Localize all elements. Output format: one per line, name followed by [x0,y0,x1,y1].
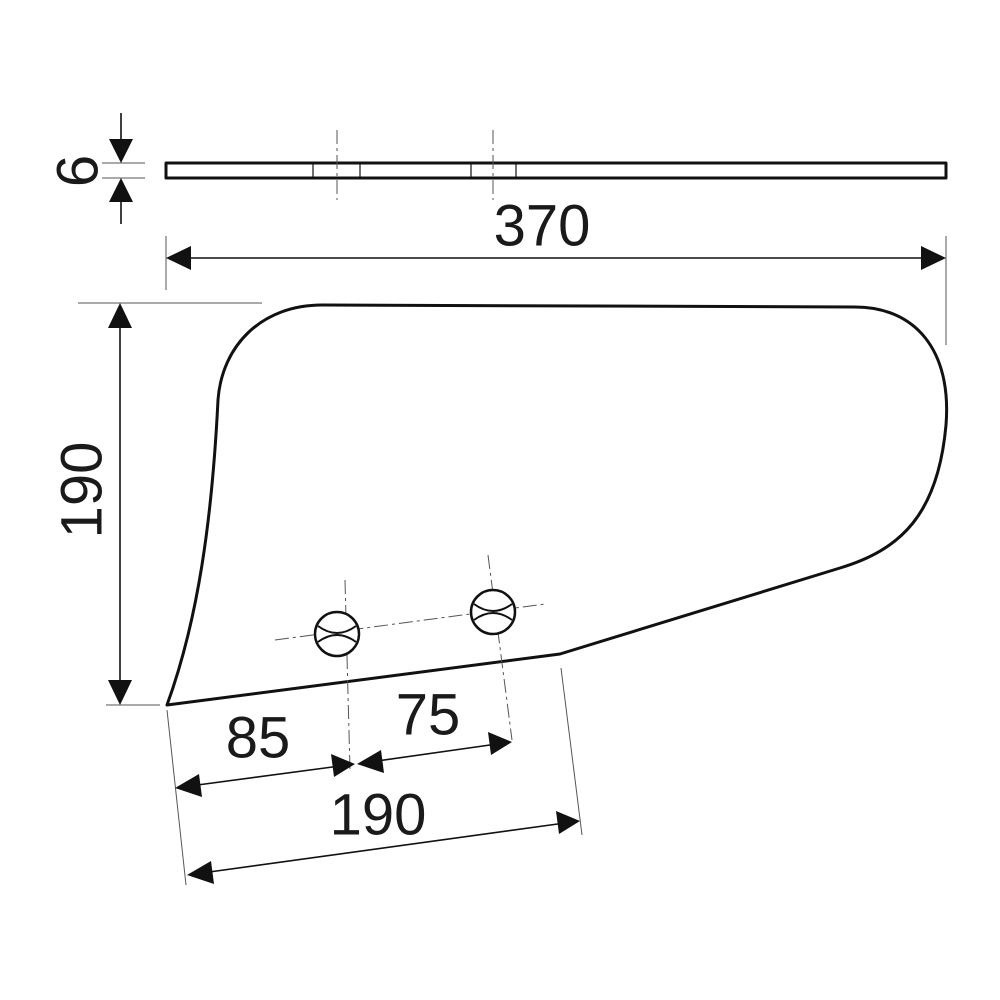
height-label: 190 [50,442,115,539]
length-dimension: 370 [165,194,947,345]
arrow-head [357,750,384,773]
hole-center-line [487,554,513,741]
bolt-hole [313,610,361,658]
thickness-dimension: 6 [46,113,145,224]
arrow-head [109,139,133,163]
extension-line [560,667,583,836]
bolt-hole-slot [473,612,513,621]
hole-spacing-label: 75 [396,683,461,748]
arrow-head [556,811,580,834]
arrow-head [488,732,512,755]
bolt-hole [469,588,517,636]
hole-center-line [344,579,351,771]
dimension-line [201,822,566,874]
length-label: 370 [494,194,591,259]
hole1-offset-label: 85 [226,706,291,771]
thickness-label: 6 [46,155,111,187]
arrow-head [166,246,191,270]
height-dimension: 190 [50,302,262,706]
plate-edge-outline [164,161,948,180]
arrow-head [187,861,214,884]
plate-face-view [165,303,949,771]
bolt-hole-slot [473,603,513,612]
arrow-head [175,774,202,797]
arrow-head [921,246,946,270]
arrow-head [108,680,132,705]
bottom-length-label: 190 [330,783,427,848]
arrow-head [109,178,133,202]
bolt-hole-slot [317,634,357,643]
extension-line [166,709,187,886]
bottom-dimensions: 85 75 190 [166,667,583,886]
arrow-head [331,754,355,777]
dimension-line [189,765,341,787]
plate-outline [165,303,949,707]
bolt-hole-slot [317,625,357,634]
dimension-line [369,743,498,763]
arrow-head [108,303,132,328]
edge-view [164,130,948,200]
